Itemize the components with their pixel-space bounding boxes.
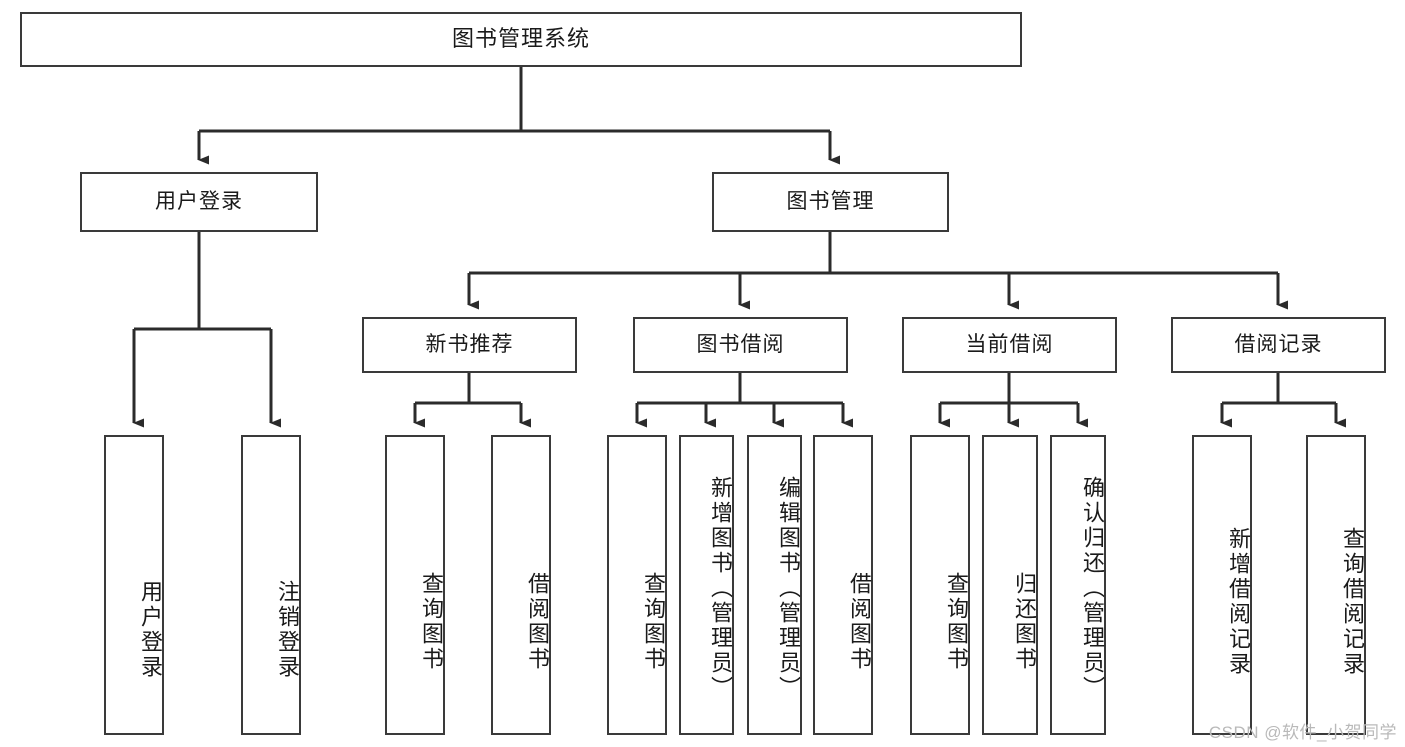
leaf-current-borrow-1[interactable]: 查询图书 (910, 435, 970, 735)
node-label: 归还图书 (1012, 572, 1037, 672)
leaf-book-borrow-2[interactable]: 新增图书（管理员） (679, 435, 734, 735)
node-book-management[interactable]: 图书管理 (712, 172, 949, 232)
node-label: 新增借阅记录 (1226, 527, 1251, 677)
node-label: 用户登录 (155, 190, 243, 214)
node-label: 新书推荐 (425, 333, 514, 357)
node-new-book-recommend[interactable]: 新书推荐 (362, 317, 577, 373)
node-label: 用户登录 (138, 580, 163, 680)
node-label: 新增图书（管理员） (708, 475, 733, 701)
leaf-new-book-recommend-2[interactable]: 借阅图书 (491, 435, 551, 735)
leaf-current-borrow-2[interactable]: 归还图书 (982, 435, 1038, 735)
node-label: 确认归还（管理员） (1080, 475, 1105, 701)
leaf-new-book-recommend-1[interactable]: 查询图书 (385, 435, 445, 735)
node-book-borrow[interactable]: 图书借阅 (633, 317, 848, 373)
node-label: 借阅记录 (1234, 333, 1323, 357)
leaf-book-borrow-4[interactable]: 借阅图书 (813, 435, 873, 735)
node-user-login[interactable]: 用户登录 (80, 172, 318, 232)
leaf-user-login-1[interactable]: 用户登录 (104, 435, 164, 735)
leaf-user-login-2[interactable]: 注销登录 (241, 435, 301, 735)
node-label: 图书管理系统 (451, 26, 590, 52)
leaf-borrow-record-1[interactable]: 新增借阅记录 (1192, 435, 1252, 735)
leaf-current-borrow-3[interactable]: 确认归还（管理员） (1050, 435, 1106, 735)
node-label: 注销登录 (275, 580, 300, 680)
leaf-book-borrow-3[interactable]: 编辑图书（管理员） (747, 435, 802, 735)
node-label: 查询图书 (419, 572, 444, 672)
node-label: 查询图书 (944, 572, 969, 672)
node-current-borrow[interactable]: 当前借阅 (902, 317, 1117, 373)
leaf-book-borrow-1[interactable]: 查询图书 (607, 435, 667, 735)
csdn-watermark: CSDN @软件_小贺同学 (1208, 723, 1397, 742)
node-label: 编辑图书（管理员） (776, 475, 801, 701)
node-root-book-management-system[interactable]: 图书管理系统 (20, 12, 1022, 67)
node-label: 查询借阅记录 (1340, 527, 1365, 677)
node-label: 当前借阅 (965, 333, 1054, 357)
node-label: 查询图书 (641, 572, 666, 672)
node-label: 图书借阅 (696, 333, 785, 357)
leaf-borrow-record-2[interactable]: 查询借阅记录 (1306, 435, 1366, 735)
node-label: 图书管理 (786, 190, 875, 214)
node-label: 借阅图书 (847, 572, 872, 672)
node-borrow-record[interactable]: 借阅记录 (1171, 317, 1386, 373)
node-label: 借阅图书 (525, 572, 550, 672)
